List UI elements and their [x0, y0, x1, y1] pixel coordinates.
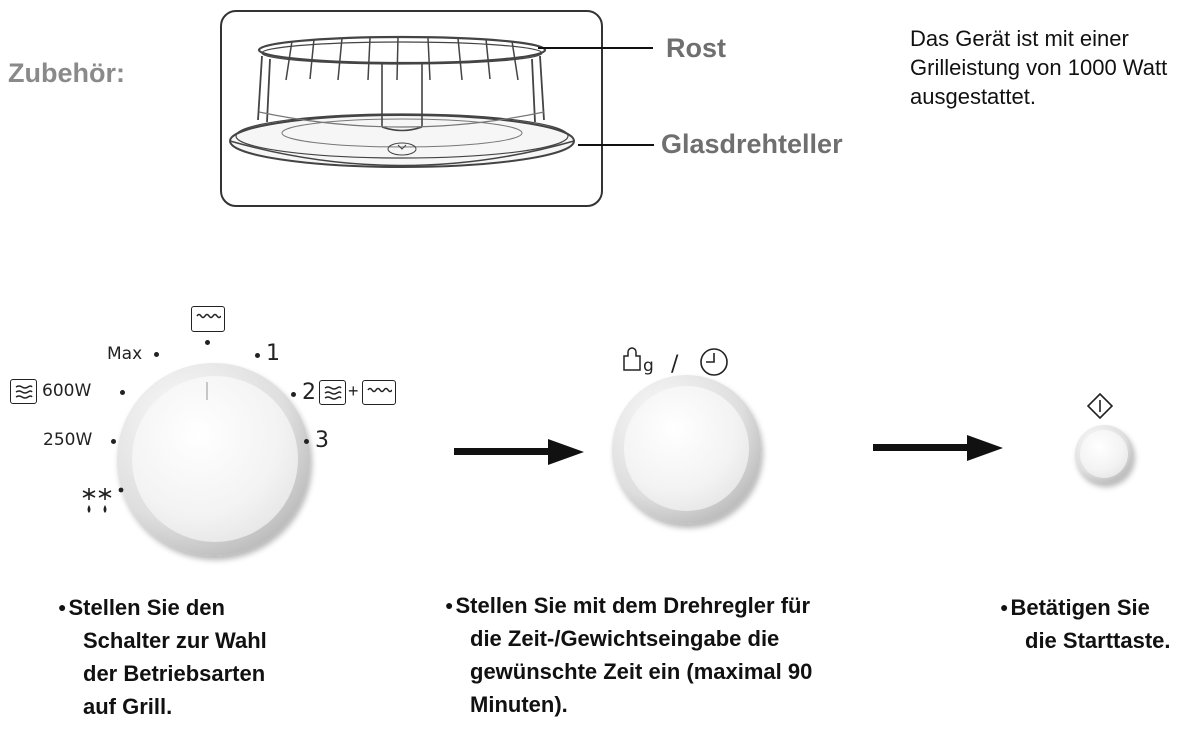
time-weight-dial-face: [624, 386, 749, 511]
turntable-leader-line: [578, 144, 654, 146]
turntable-label: Glasdrehteller: [661, 129, 843, 159]
dial-label-max: Max: [107, 344, 143, 364]
arrow-right-icon: [873, 435, 1003, 461]
rack-leader-line: [538, 47, 653, 49]
arrow-right-icon: [454, 439, 584, 465]
mode-selector-dial-face: [132, 376, 298, 542]
clock-icon: [700, 348, 728, 376]
defrost-icon: [82, 487, 124, 513]
dial-label-1: 1: [266, 341, 280, 366]
microwave-icon: [10, 379, 37, 404]
separator-slash: /: [671, 352, 679, 377]
accessories-illustration-frame: [220, 10, 603, 207]
step-1-caption: ●Stellen Sie den Schalter zur Wahl der B…: [58, 595, 267, 719]
combi-microwave-icon: [319, 380, 346, 405]
start-button-face: [1080, 430, 1128, 478]
step-2-caption: ●Stellen Sie mit dem Drehregler für die …: [445, 593, 813, 717]
grill-icon: [191, 306, 225, 332]
dial-mark-dot: [120, 390, 125, 395]
dial-label-600w: 600W: [42, 381, 92, 401]
rack-label: Rost: [666, 33, 726, 63]
glass-turntable-drawing: [229, 113, 575, 168]
weight-icon: [623, 347, 641, 371]
dial-mark-dot: [205, 340, 210, 345]
dial-mark-dot: [304, 439, 309, 444]
dial-mark-dot: [111, 439, 116, 444]
rack-and-turntable-illustration: [229, 35, 575, 168]
dial-label-2: 2: [302, 380, 316, 405]
dial-label-250w: 250W: [43, 430, 93, 450]
accessories-heading: Zubehör:: [8, 58, 125, 88]
dial-mark-dot: [154, 352, 159, 357]
dial-mark-dot: [291, 392, 296, 397]
combi-grill-icon: [362, 380, 396, 405]
plus-icon: +: [348, 381, 359, 401]
mode-dial-pointer: [206, 382, 208, 400]
start-icon: [1086, 393, 1114, 419]
grill-power-info: Das Gerät ist mit einer Grilleistung von…: [910, 26, 1168, 109]
weight-time-symbols: g /: [623, 347, 728, 377]
step-3-caption: ●Betätigen Sie die Starttaste.: [1000, 595, 1171, 653]
dial-label-3: 3: [315, 428, 329, 453]
weight-unit-label: g: [643, 356, 654, 376]
rack-drawing: [257, 35, 547, 132]
dial-mark-dot: [255, 353, 260, 358]
